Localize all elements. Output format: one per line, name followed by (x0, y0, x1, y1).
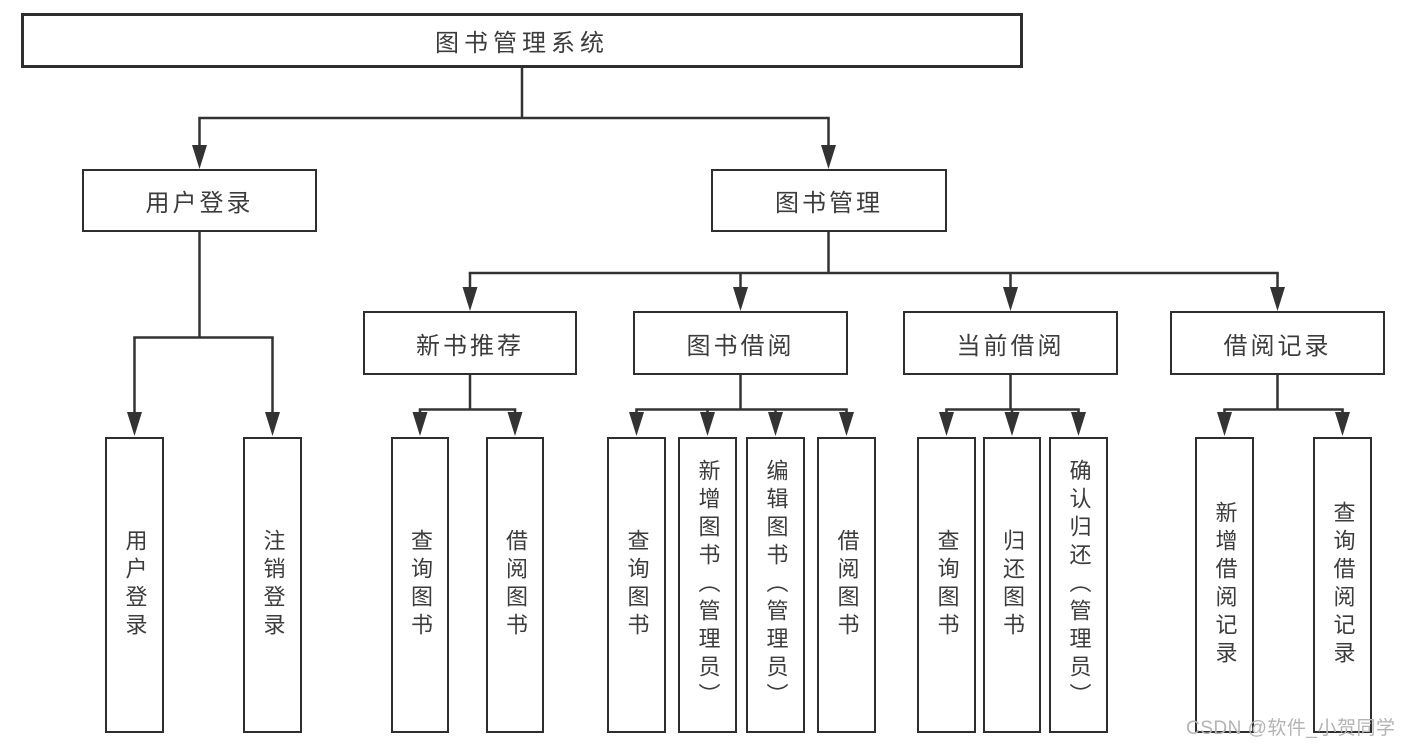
node-borrowing-records: 借阅记录 (1170, 311, 1385, 375)
node-current-borrowing: 当前借阅 (903, 311, 1118, 375)
connector-new-book-recommend-children (412, 373, 523, 436)
node-book-management: 图书管理 (711, 169, 947, 232)
node-leaf-user-login: 用户登录 (105, 437, 164, 733)
node-leaf-borrow-books-recommend: 借阅图书 (486, 437, 544, 733)
node-leaf-confirm-return-admin: 确认归还（管理员） (1049, 437, 1108, 733)
connector-root-to-level2 (192, 67, 836, 169)
node-leaf-add-borrow-record: 新增借阅记录 (1195, 437, 1254, 733)
connector-book-management-children (462, 231, 1285, 311)
connector-current-borrowing-children (939, 373, 1086, 436)
node-leaf-edit-books-admin: 编辑图书（管理员） (746, 437, 805, 733)
watermark-text: CSDN @软件_小贺同学 (1186, 718, 1396, 739)
node-leaf-logout: 注销登录 (243, 437, 302, 733)
node-root-title: 图书管理系统 (21, 13, 1023, 68)
node-leaf-borrow-books: 借阅图书 (817, 437, 876, 733)
node-leaf-add-books-admin: 新增图书（管理员） (678, 437, 737, 733)
node-book-borrowing: 图书借阅 (633, 311, 848, 375)
node-leaf-return-books: 归还图书 (983, 437, 1041, 733)
node-new-book-recommend: 新书推荐 (363, 311, 577, 375)
node-user-login: 用户登录 (82, 169, 317, 232)
node-leaf-query-books-current: 查询图书 (917, 437, 976, 733)
connector-borrowing-records-children (1217, 373, 1350, 436)
node-leaf-query-books-borrowing: 查询图书 (607, 437, 666, 733)
connector-user-login-children (127, 231, 280, 436)
node-leaf-query-books-recommend: 查询图书 (391, 437, 449, 733)
connector-book-borrowing-children (629, 373, 854, 436)
node-leaf-query-borrow-record: 查询借阅记录 (1313, 437, 1372, 733)
